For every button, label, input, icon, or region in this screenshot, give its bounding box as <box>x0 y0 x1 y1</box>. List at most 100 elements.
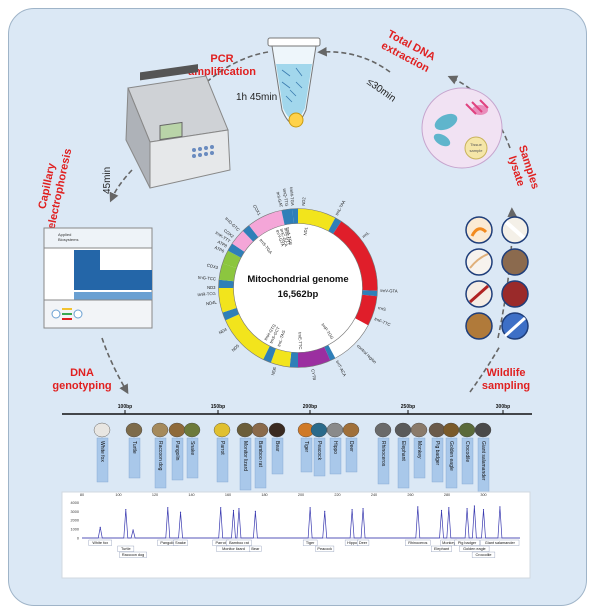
genome-size: 16,562bp <box>278 289 319 300</box>
step-capillary: Capillary electrophoresis <box>36 148 74 231</box>
species-icon-golden-eagle <box>442 422 460 438</box>
gene-label-trny: trnY-GTA <box>275 229 286 247</box>
species-bar <box>216 437 229 483</box>
species-bar <box>271 437 284 475</box>
species-icon-crocodile <box>458 422 476 438</box>
peak-label-box <box>315 545 335 552</box>
species-bar <box>397 437 410 489</box>
gene-label-nd4l: ND4L <box>206 299 218 306</box>
peak-label-box <box>173 539 188 546</box>
gene-label-nd6: ND6 <box>270 366 277 376</box>
gene-label-cox2: COX2 <box>223 228 236 239</box>
species-label: Tiger <box>303 441 309 453</box>
species-bar <box>445 437 458 489</box>
peak-point <box>167 507 169 509</box>
peak-point <box>125 508 127 511</box>
sequencer-illustration: Applied Biosystems <box>43 227 153 329</box>
species-icon-giant-salamander <box>474 422 492 438</box>
species-label: Monitor lizard <box>242 441 248 471</box>
gene-label-control: control region <box>356 343 378 365</box>
gene-label-trnl-taa: trnL-TAA <box>334 199 346 216</box>
step-pcr: PCR amplification <box>188 53 256 78</box>
peak-label: Bear <box>251 547 260 551</box>
gene-label-trnc: trnC-GCA <box>279 228 289 247</box>
trace-line <box>82 505 520 539</box>
arrow-pcr-to-capillary <box>109 169 133 203</box>
species-bar <box>329 437 342 475</box>
svg-text:Biosystems: Biosystems <box>58 237 78 242</box>
pcr-time: 1h 45min <box>236 92 277 103</box>
peak-label-box <box>88 539 112 546</box>
species-bar <box>96 437 109 483</box>
x-tick-label: 260 <box>407 493 413 497</box>
peak-point <box>324 510 326 512</box>
peak-label: Deer <box>359 541 368 545</box>
gene-label-cox1: COX1 <box>252 204 262 217</box>
species-bar <box>300 437 313 473</box>
peak-point <box>99 526 101 528</box>
x-tick-label: 80 <box>80 493 84 497</box>
species-bar <box>313 437 326 477</box>
scale-tick-label: 100bp <box>118 404 132 410</box>
cox3-seg <box>218 263 237 282</box>
atp-seg <box>222 250 242 269</box>
species-bar <box>171 437 184 481</box>
peak-point <box>362 508 364 510</box>
species-label: Snake <box>189 441 195 455</box>
svg-text:Tissue: Tissue <box>470 142 482 147</box>
trnr-seg <box>218 279 234 288</box>
svg-text:Wildlife: Wildlife <box>486 367 525 379</box>
y-tick-label: 1000 <box>71 528 79 532</box>
svg-text:DNA: DNA <box>70 367 94 379</box>
trnv-seg <box>362 290 378 297</box>
species-label: Monkey <box>416 441 422 459</box>
gene-label-trng: trnG-TCC <box>198 275 217 282</box>
species-icon-parrot <box>213 422 231 438</box>
step-dna-genotyping: DNA genotyping <box>52 367 111 392</box>
species-bar <box>431 437 444 483</box>
peak-point <box>351 508 353 511</box>
nd6-seg <box>270 348 292 368</box>
species-label: White fox <box>99 441 105 462</box>
peak-label-box <box>226 539 252 546</box>
species-label: Giant salamander <box>480 441 486 481</box>
cox2-seg <box>232 230 254 252</box>
species-icon-hippo <box>326 422 344 438</box>
x-tick-label: 220 <box>334 493 340 497</box>
svg-text:sample: sample <box>470 148 484 153</box>
peak-label-box <box>117 545 135 552</box>
trne-seg <box>289 352 298 368</box>
peak-label: Rhinoceros <box>408 541 427 545</box>
svg-text:genotyping: genotyping <box>52 380 111 392</box>
cox1-seg <box>249 210 285 238</box>
peak-label: Peacock <box>317 547 332 551</box>
x-tick-label: 140 <box>188 493 194 497</box>
peak-label-box <box>405 539 431 546</box>
species-bar <box>186 437 199 479</box>
gene-label-trnn: trnN-GTT <box>283 227 292 246</box>
peak-label-box <box>480 539 520 546</box>
species-icon-monkey <box>410 422 428 438</box>
species-icon-white-fox <box>93 422 111 438</box>
species-label: Raccoon dog <box>157 441 163 471</box>
step-samples-lysate: Samples lysate <box>506 144 542 191</box>
peak-label: Bamboo rat <box>229 541 250 545</box>
peak-label-box <box>471 551 496 558</box>
peak-label: Golden eagle <box>463 547 486 551</box>
gene-label-cytb: CYTB <box>310 369 317 381</box>
species-label: Elephant <box>400 441 406 461</box>
species-label: Deer <box>348 441 354 452</box>
trnp-seg <box>324 344 336 361</box>
gene-label-trna: trnA-TGC <box>285 227 293 246</box>
trna-block <box>292 208 298 224</box>
species-label: Parrot <box>219 441 225 455</box>
scale-tick-label: 250bp <box>401 404 415 410</box>
nd2-seg <box>298 208 336 232</box>
species-bar <box>345 437 358 473</box>
trnk-seg <box>227 243 245 258</box>
species-icon-turtle <box>125 422 143 438</box>
species-bar <box>377 437 390 485</box>
gene-label-nd1: ND1 <box>303 226 309 236</box>
